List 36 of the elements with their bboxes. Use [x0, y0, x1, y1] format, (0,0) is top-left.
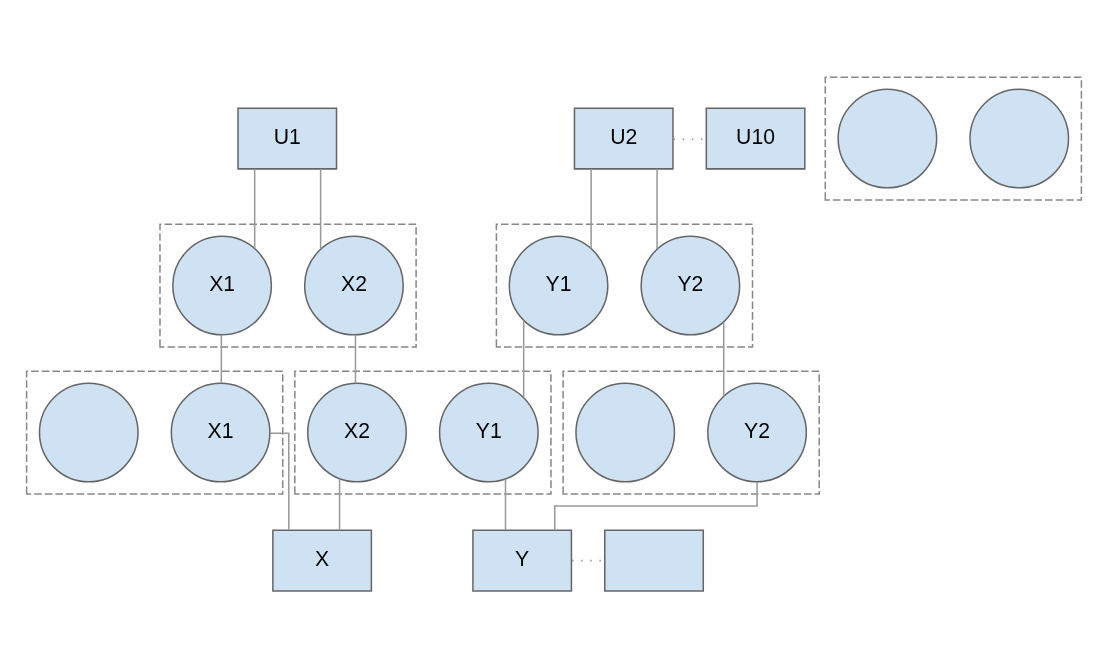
node-circle [38, 382, 139, 483]
node-box: U1 [237, 107, 338, 170]
node-circle: X1 [170, 382, 271, 483]
connector [590, 168, 592, 250]
connector [504, 478, 507, 531]
node-box: Y [472, 529, 573, 592]
node-box [604, 529, 705, 592]
node-circle: X2 [306, 382, 407, 483]
connector [656, 168, 658, 250]
node-circle [837, 88, 938, 189]
connector [220, 334, 223, 384]
connector [723, 321, 725, 397]
node-circle: Y1 [508, 235, 609, 336]
node-box: X [272, 529, 373, 592]
cluster [824, 76, 1083, 201]
node-circle: X2 [303, 235, 404, 336]
connector [269, 432, 290, 531]
node-circle: Y2 [707, 382, 808, 483]
node-circle: X1 [172, 235, 273, 336]
cluster [159, 223, 417, 348]
connector [319, 168, 322, 250]
node-circle [969, 88, 1070, 189]
node-box: U10 [705, 107, 806, 170]
node-circle [575, 382, 676, 483]
cluster [495, 223, 754, 348]
node-circle: Y1 [438, 382, 539, 483]
connector [253, 168, 256, 250]
connector [354, 334, 357, 384]
connector [554, 481, 758, 531]
connector [338, 478, 341, 531]
cluster [562, 370, 820, 495]
node-circle: Y2 [640, 235, 741, 336]
cluster [25, 370, 284, 495]
node-box: U2 [573, 107, 674, 170]
cluster [294, 370, 552, 495]
connector [522, 319, 525, 399]
